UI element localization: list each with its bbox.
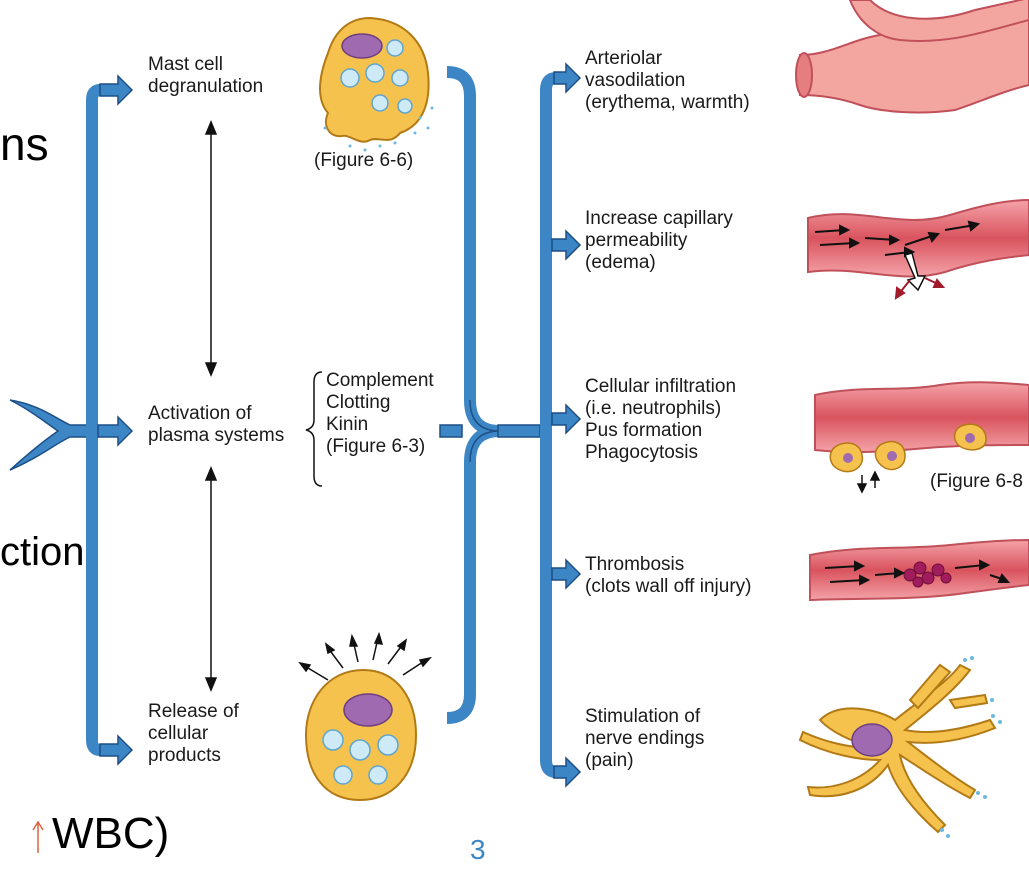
- nerve-ending-illustration: [798, 663, 997, 834]
- slide-fragment-top: ns: [0, 118, 49, 170]
- mast-cell-illustration: [319, 16, 434, 152]
- interaction-arrows: [204, 120, 218, 692]
- merge-connector: [497, 424, 541, 438]
- plasma-systems-brace: [305, 371, 323, 487]
- increase-arrow-icon: [32, 820, 44, 853]
- plasma-output-arrow: [439, 424, 463, 438]
- thrombosis-illustration: [809, 538, 1029, 602]
- trigger-branch-arrows: [97, 74, 134, 766]
- cellular-products-illustration: [298, 631, 433, 802]
- slide-fragment-bottom: WBC): [52, 809, 170, 858]
- outcome-vasodilation: Arteriolar vasodilation (erythema, warmt…: [585, 48, 750, 113]
- trigger-fork-arrow: [9, 399, 96, 471]
- infiltration-illustration: [814, 381, 1029, 494]
- permeability-illustration: [807, 198, 1029, 300]
- nerve-signal-dots: [940, 656, 1002, 838]
- figure-ref-mast: (Figure 6-6): [314, 150, 414, 171]
- outcome-branch-arrows: [551, 62, 582, 788]
- outcome-infiltration: Cellular infiltration (i.e. neutrophils)…: [585, 376, 737, 463]
- trigger-mast-cell: Mast cell degranulation: [148, 54, 264, 97]
- figure-ref-infiltration: (Figure 6-8: [930, 471, 1023, 492]
- trigger-cellular: Release of cellular products: [148, 701, 239, 766]
- outcome-permeability: Increase capillary permeability (edema): [585, 208, 733, 273]
- plasma-systems-list: Complement Clotting Kinin (Figure 6-3): [326, 370, 434, 457]
- slide-fragment-middle: ction: [0, 530, 85, 574]
- trigger-bracket: [86, 84, 101, 756]
- page-marker: 3: [470, 834, 486, 865]
- outcome-pain: Stimulation of nerve endings (pain): [585, 706, 705, 771]
- outcome-bracket: [540, 72, 557, 778]
- vasodilation-illustration: [795, 0, 1029, 114]
- flow-diagram: [9, 0, 1029, 853]
- outcome-thrombosis: Thrombosis (clots wall off injury): [585, 554, 752, 597]
- trigger-plasma: Activation of plasma systems: [148, 403, 285, 446]
- merge-bracket: [446, 66, 501, 724]
